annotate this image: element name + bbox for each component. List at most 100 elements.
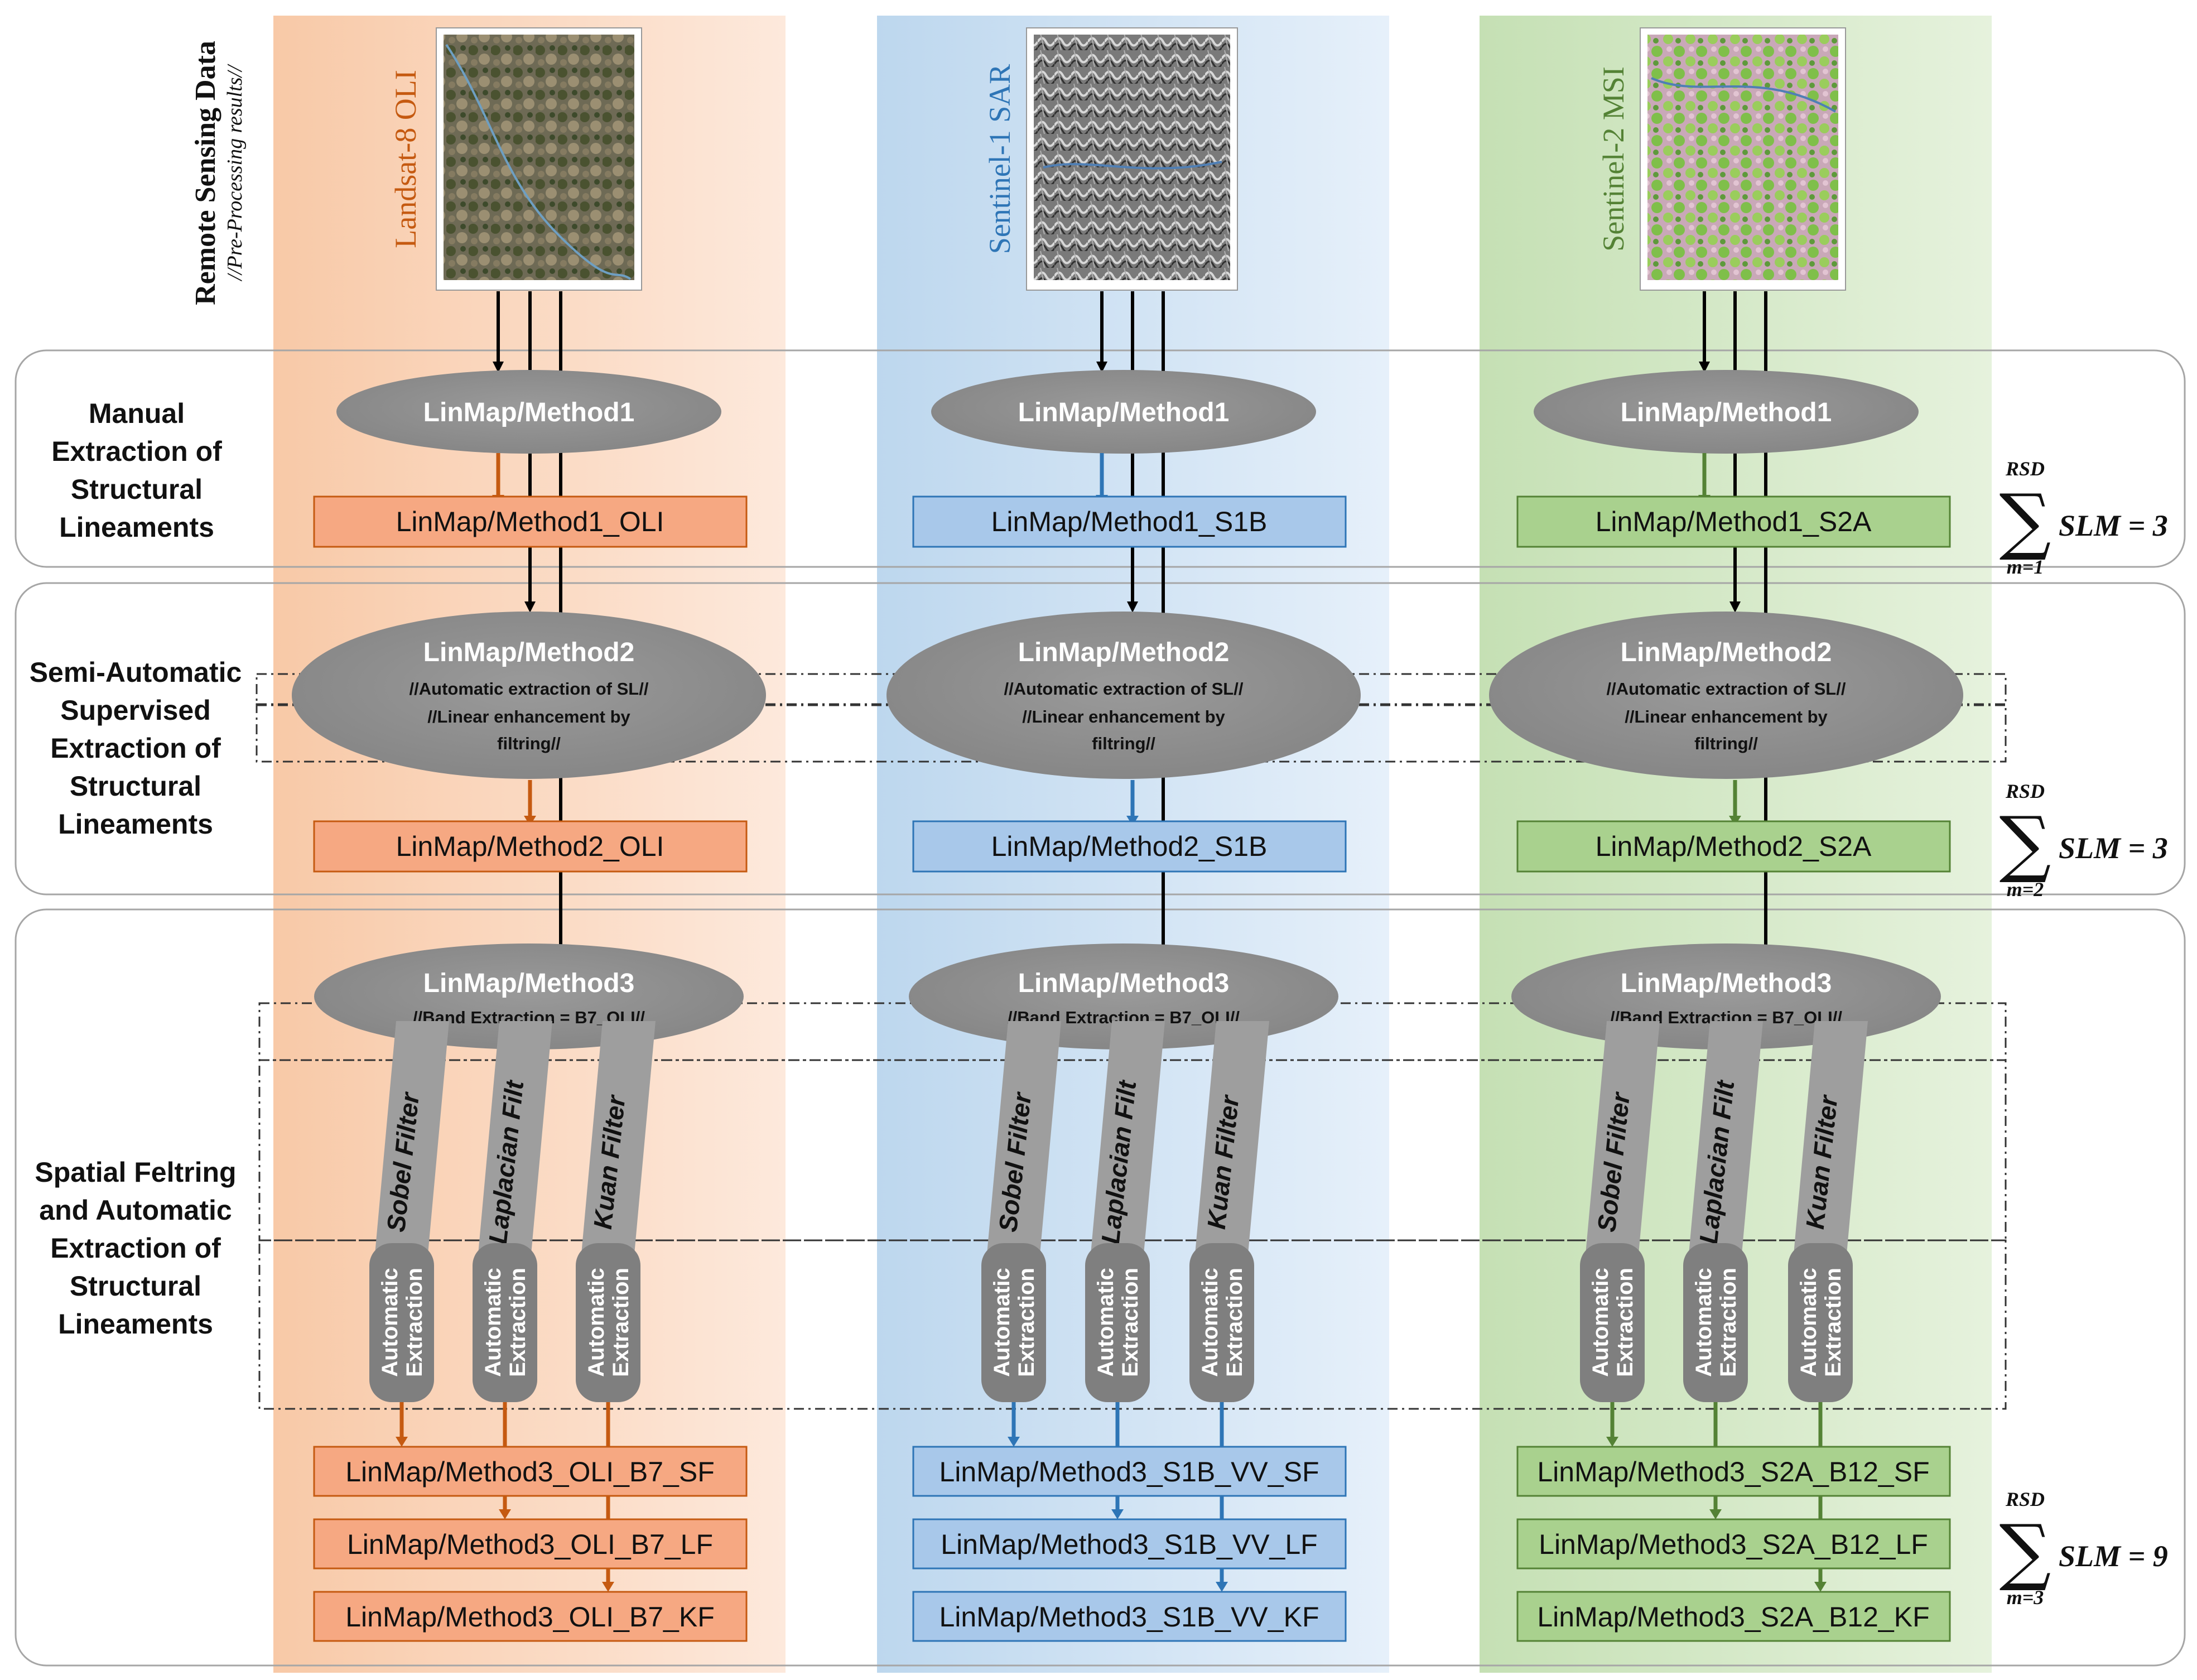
- row-container-spatial-filtering: [15, 908, 2186, 1667]
- arrowhead: [493, 362, 504, 373]
- row-label-line: Lineaments: [58, 1308, 213, 1340]
- method2-subtitle: //Linear enhancement by: [427, 707, 630, 726]
- extraction-label: Extraction: [1118, 1268, 1143, 1377]
- method1-output-box: LinMap/Method1_S1B: [912, 495, 1347, 548]
- extraction-label: Extraction: [1821, 1268, 1846, 1377]
- filter-band: Kuan Filter: [1793, 1021, 1868, 1267]
- filter-band: Laplacian Filt: [477, 1021, 552, 1267]
- row-label-line: Supervised: [60, 695, 211, 726]
- row-label-line: Structural: [70, 1270, 201, 1302]
- arrowhead: [524, 601, 536, 613]
- method2-title: LinMap/Method2: [423, 638, 635, 667]
- formula-lower-limit: m=1: [2007, 556, 2044, 578]
- formula-lower-limit: m=2: [2007, 878, 2044, 901]
- method3-output-label: LinMap/Method3_S2A_B12_SF: [1537, 1456, 1929, 1488]
- method3-output-label: LinMap/Method3_OLI_B7_KF: [345, 1601, 715, 1633]
- formula-upper-limit: RSD: [2005, 458, 2045, 480]
- method2-subtitle: //Linear enhancement by: [1022, 707, 1225, 726]
- formula-upper-limit: RSD: [2005, 780, 2045, 802]
- row-label-line: Extraction of: [50, 733, 221, 764]
- automatic-label: Automatic: [1198, 1268, 1222, 1377]
- row-label-line: Structural: [70, 771, 201, 802]
- method3-output-box: LinMap/Method3_S1B_VV_KF: [912, 1591, 1347, 1642]
- sum-formula: RSD∑m=2 SLM = 3: [2000, 780, 2168, 901]
- formula-body: SLM = 3: [2059, 509, 2168, 542]
- row-label-line: Spatial Feltring: [35, 1157, 236, 1188]
- method2-output-box: LinMap/Method2_OLI: [313, 820, 748, 873]
- filter-band: Kuan Filter: [1194, 1021, 1269, 1267]
- method2-node: LinMap/Method2//Automatic extraction of …: [886, 612, 1361, 779]
- method2-subtitle: //Automatic extraction of SL//: [1004, 679, 1244, 699]
- extraction-label: Extraction: [402, 1268, 427, 1377]
- method3-output-box: LinMap/Method3_OLI_B7_LF: [313, 1518, 748, 1570]
- row-label-semi-automatic: Semi-Automatic Supervised Extraction of …: [30, 657, 242, 840]
- row-label-line: Semi-Automatic: [30, 657, 242, 688]
- method2-subtitle: //Automatic extraction of SL//: [409, 679, 649, 699]
- method3-output-box: LinMap/Method3_S2A_B12_LF: [1516, 1518, 1951, 1570]
- thumbnail-s1b: [1026, 27, 1238, 291]
- method3-output-box: LinMap/Method3_S1B_VV_SF: [912, 1446, 1347, 1497]
- automatic-label: Automatic: [481, 1268, 505, 1377]
- header-title: Remote Sensing Data: [190, 41, 221, 305]
- method2-subtitle: //Linear enhancement by: [1625, 707, 1828, 726]
- method1-output-label: LinMap/Method1_S1B: [991, 506, 1268, 537]
- method1-node: LinMap/Method1: [931, 370, 1316, 454]
- method3-output-label: LinMap/Method3_S2A_B12_KF: [1537, 1601, 1929, 1633]
- method2-node: LinMap/Method2 //Automatic extraction of …: [292, 612, 766, 779]
- filter-band: Laplacian Filt: [1688, 1021, 1763, 1267]
- formula-body: SLM = 3: [2059, 831, 2168, 865]
- method3-output-label: LinMap/Method3_OLI_B7_LF: [347, 1529, 713, 1560]
- method2-output-label: LinMap/Method2_S2A: [1596, 831, 1872, 862]
- automatic-label: Automatic: [1588, 1268, 1613, 1377]
- method3-output-box: LinMap/Method3_S2A_B12_KF: [1516, 1591, 1951, 1642]
- formula-upper-limit: RSD: [2005, 1488, 2045, 1510]
- method1-output-label: LinMap/Method1_S2A: [1596, 506, 1872, 537]
- method3-output-box: LinMap/Method3_S2A_B12_SF: [1516, 1446, 1951, 1497]
- thumbnail-oli: [436, 27, 642, 291]
- extraction-label: Extraction: [505, 1268, 530, 1377]
- automatic-label: Automatic: [1692, 1268, 1716, 1377]
- arrowhead: [1127, 601, 1138, 613]
- row-label-line: Lineaments: [58, 808, 213, 840]
- automatic-label: Automatic: [1093, 1268, 1118, 1377]
- sigma-symbol: ∑: [2000, 1509, 2051, 1594]
- method2-output-label: LinMap/Method2_OLI: [396, 831, 664, 862]
- row-label-line: and Automatic: [39, 1195, 232, 1226]
- method1-output-box: LinMap/Method1_S2A: [1516, 495, 1951, 548]
- method1-output-label: LinMap/Method1_OLI: [396, 506, 664, 537]
- method3-title: LinMap/Method3: [1018, 969, 1230, 998]
- row-label-spatial-filtering: Spatial Feltring and Automatic Extractio…: [35, 1157, 236, 1340]
- arrow: [396, 1402, 408, 1447]
- method2-title: LinMap/Method2: [1621, 638, 1832, 667]
- method1-output-box: LinMap/Method1_OLI: [313, 495, 748, 548]
- sensor-label-s2a: Sentinel-2 MSI: [1597, 66, 1630, 252]
- sensor-label-s1b: Sentinel-1 SAR: [983, 64, 1016, 254]
- sigma-symbol: ∑: [2000, 801, 2051, 885]
- method3-output-box: LinMap/Method3_OLI_B7_SF: [313, 1446, 748, 1497]
- extraction-label: Extraction: [1222, 1268, 1247, 1377]
- method2-output-label: LinMap/Method2_S1B: [991, 831, 1268, 862]
- row-label-line: Lineaments: [59, 512, 214, 543]
- thumbnail-s2a: [1640, 27, 1846, 291]
- method1-title: LinMap/Method1: [1621, 398, 1832, 427]
- row-label-line: Extraction of: [50, 1233, 221, 1264]
- extraction-label: Extraction: [1014, 1268, 1039, 1377]
- method3-output-label: LinMap/Method3_S1B_VV_KF: [939, 1601, 1319, 1633]
- method1-title: LinMap/Method1: [423, 398, 635, 427]
- method3-output-box: LinMap/Method3_OLI_B7_KF: [313, 1591, 748, 1642]
- row-label-line: Structural: [71, 474, 203, 505]
- extraction-label: Extraction: [1716, 1268, 1741, 1377]
